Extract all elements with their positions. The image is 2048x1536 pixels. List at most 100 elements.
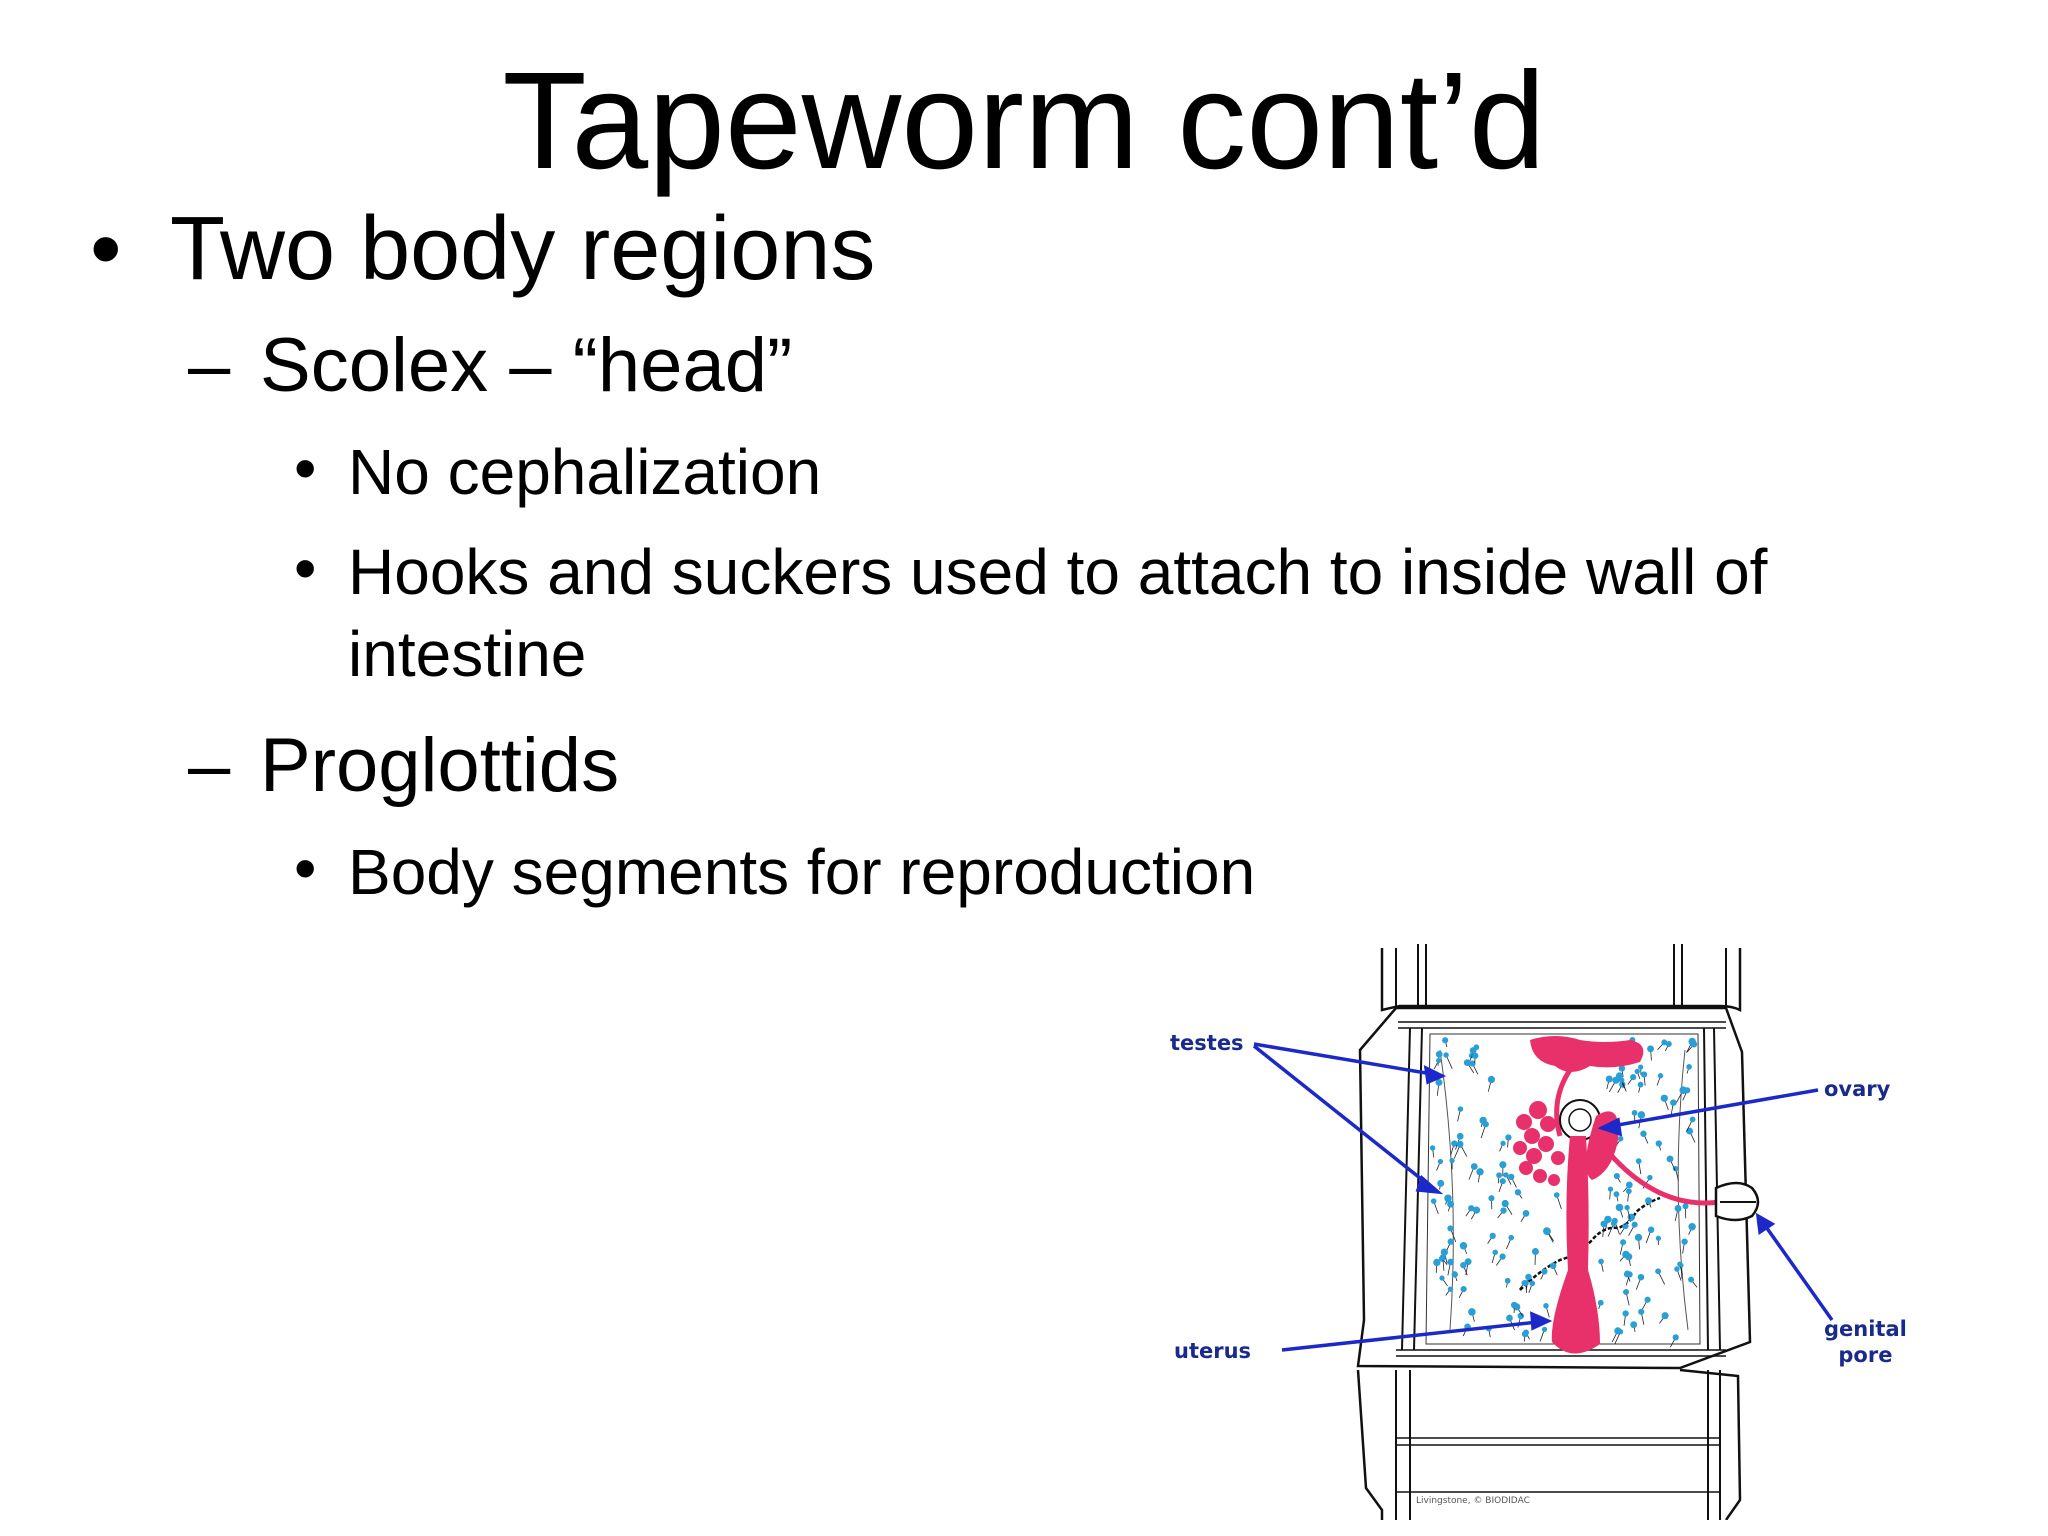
sub-bullet-proglottids: – Proglottids [188,728,619,804]
testis-dot [1655,1235,1662,1241]
testis-dot [1635,1158,1642,1164]
vas-deferens [1519,1196,1661,1291]
testis-dot [1657,1073,1664,1079]
testis-dot [1444,1194,1452,1203]
testis-dot [1443,1052,1449,1058]
testis-dot [1631,1221,1638,1228]
testis-dot [1640,1130,1647,1137]
testis-dot [1674,1266,1680,1272]
testis-dot [1514,1189,1522,1196]
testis-dot [1531,1248,1539,1255]
testis-dot [1623,1270,1631,1278]
testis-dot [1625,1181,1633,1189]
testis-dot [1688,1037,1696,1046]
testis-dot [1456,1132,1464,1140]
testis-dot [1630,1321,1638,1329]
testis-dot [1640,1071,1648,1078]
testis-dot [1553,1192,1560,1198]
testis-dot [1505,1134,1512,1141]
testis-dot [1499,1178,1506,1185]
testis-dot [1472,1052,1479,1059]
testis-dot [1451,1140,1458,1147]
testis-dot [1638,1308,1645,1315]
testis-dot [1469,1060,1476,1067]
testis-dot [1613,1191,1620,1198]
testis-dot [1468,1308,1476,1316]
sub-bullet-text: Scolex – “head” [260,323,793,408]
bullet-marker: • [294,432,317,504]
testis-dot [1521,1280,1528,1286]
label-genital-pore: genital pore [1824,1316,1907,1369]
testis-dot [1681,1238,1688,1245]
testis-dot [1677,1261,1683,1267]
subsub-bullet-text: Body segments for reproduction [348,836,1256,908]
oviduct [1554,1043,1580,1137]
testes-follicles [1429,1037,1698,1348]
testis-dot [1634,1233,1643,1242]
vagina [1608,1152,1721,1206]
testis-dot [1619,1077,1625,1083]
testis-dot [1437,1179,1445,1187]
testis-dot [1508,1173,1515,1181]
ovary-lobes [1513,1101,1565,1186]
testis-dot [1543,1303,1549,1309]
testis-dot [1604,1215,1612,1224]
testis-dot [1451,1271,1458,1278]
testis-dot [1622,1310,1629,1317]
testis-dot [1541,1268,1548,1275]
testis-dot [1439,1275,1445,1281]
testis-dot [1510,1301,1518,1309]
testis-dot [1637,1081,1644,1088]
testis-dot [1447,1238,1454,1245]
testis-dot [1447,1200,1455,1208]
testis-dot [1647,1226,1655,1234]
bullet-marker: • [294,832,317,904]
slide-title: Tapeworm cont’d [502,44,1546,198]
bullet-marker: • [90,199,122,299]
testis-dot [1476,1168,1484,1176]
testis-dot [1686,1064,1692,1070]
testis-dot [1670,1099,1677,1106]
testis-dot [1637,1273,1645,1281]
testis-dot [1598,1258,1604,1265]
label-uterus: uterus [1174,1339,1252,1363]
label-ovary: ovary [1824,1077,1891,1101]
testis-dot [1634,1068,1640,1075]
testis-dot [1645,1197,1653,1205]
testis-dot [1496,1172,1502,1179]
testis-dot [1506,1314,1513,1322]
testis-dot [1631,1109,1638,1116]
sub-bullet-text: Proglottids [260,723,620,808]
testis-dot [1433,1258,1441,1267]
testis-dot [1463,1059,1471,1067]
sub-bullet-scolex: – Scolex – “head” [188,328,792,404]
proglottid-illustration [1252,944,1834,1521]
testis-dot [1637,1111,1646,1119]
image-credit: Livingstone, © BIODIDAC [1416,1496,1530,1506]
testis-dot [1543,1227,1551,1235]
testis-dot [1472,1206,1481,1214]
testis-dot [1500,1207,1507,1214]
testis-dot [1504,1277,1511,1284]
testis-dot [1437,1158,1444,1165]
testis-dot [1541,1326,1548,1333]
testis-dot [1655,1268,1661,1275]
subsub-bullet-text-line1: Hooks and suckers used to attach to insi… [348,536,1768,608]
testis-dot [1460,1285,1467,1293]
proglottid-diagram: testes ovary uterus genital pore Livings… [1160,940,1920,1521]
subsub-bullet-text-line2: intestine [348,618,587,690]
testis-dot [1655,1140,1662,1147]
testis-dot [1447,1225,1454,1232]
testis-dot [1614,1327,1622,1335]
bullet-marker: • [294,532,317,604]
testis-dot [1440,1248,1448,1256]
testis-dot [1682,1203,1689,1210]
testis-dot [1447,1286,1454,1292]
testis-dot [1624,1204,1630,1211]
testis-dot [1647,1174,1653,1181]
testis-dot [1442,1037,1449,1044]
testis-dot [1615,1203,1624,1212]
testis-dot [1666,1155,1674,1163]
subsub-bullet-text: No cephalization [348,436,822,508]
